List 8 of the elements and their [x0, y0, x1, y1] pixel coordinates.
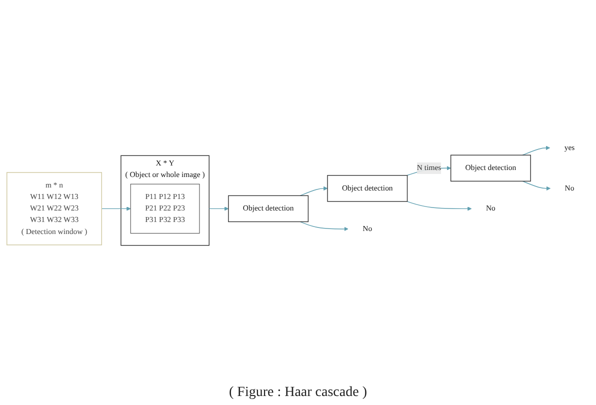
arrow [522, 181, 550, 191]
arrow [208, 206, 229, 212]
figure-note: ( Figure : Haar cascade ) [229, 385, 367, 401]
arrow [300, 222, 348, 232]
arrow [101, 206, 131, 212]
arrow [300, 186, 328, 196]
arrow [406, 201, 472, 212]
arrow [522, 146, 550, 156]
